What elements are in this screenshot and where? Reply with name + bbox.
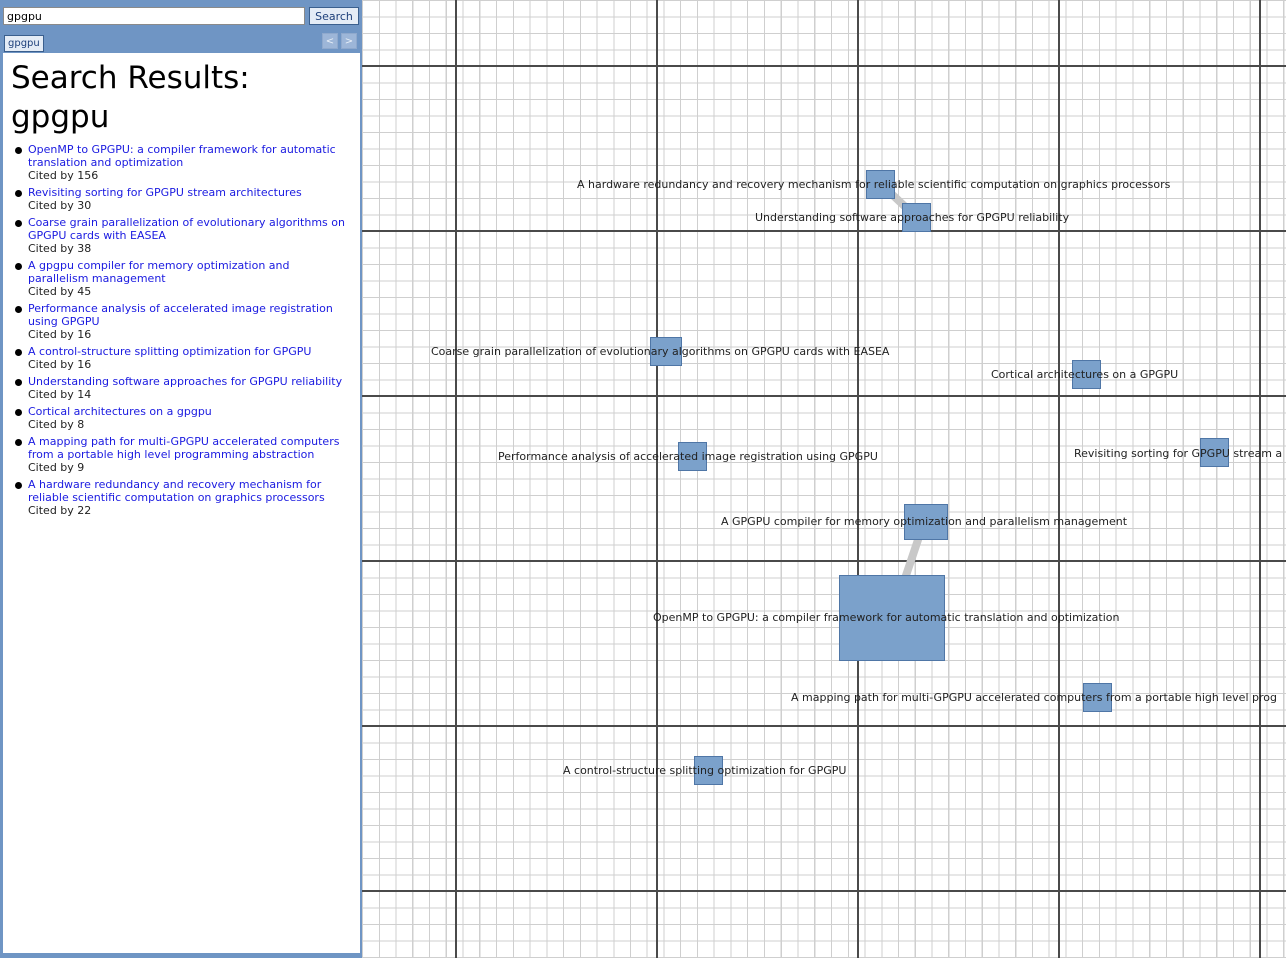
graph-node-performance-analysis[interactable] <box>678 442 707 471</box>
result-item: Revisiting sorting for GPGPU stream arch… <box>3 186 360 212</box>
graph-node-understanding-software[interactable] <box>902 203 931 232</box>
results-list: OpenMP to GPGPU: a compiler framework fo… <box>3 143 360 517</box>
result-link[interactable]: A control-structure splitting optimizati… <box>28 345 312 358</box>
results-title: Search Results: gpgpu <box>11 60 250 135</box>
result-link[interactable]: A mapping path for multi-GPGPU accelerat… <box>28 435 340 461</box>
bullet-icon <box>15 349 22 356</box>
next-tab-button[interactable]: > <box>341 33 357 49</box>
cited-count: Cited by 38 <box>28 242 92 255</box>
bullet-icon <box>15 379 22 386</box>
result-link[interactable]: Revisiting sorting for GPGPU stream arch… <box>28 186 302 199</box>
result-item: OpenMP to GPGPU: a compiler framework fo… <box>3 143 360 182</box>
result-link[interactable]: Performance analysis of accelerated imag… <box>28 302 333 328</box>
cited-count: Cited by 45 <box>28 285 92 298</box>
graph-node-mapping-path[interactable] <box>1083 683 1112 712</box>
bullet-icon <box>15 306 22 313</box>
result-item: Performance analysis of accelerated imag… <box>3 302 360 341</box>
result-link[interactable]: Cortical architectures on a gpgpu <box>28 405 212 418</box>
result-link[interactable]: OpenMP to GPGPU: a compiler framework fo… <box>28 143 336 169</box>
bullet-icon <box>15 409 22 416</box>
result-link[interactable]: A gpgpu compiler for memory optimization… <box>28 259 290 285</box>
result-link[interactable]: Coarse grain parallelization of evolutio… <box>28 216 345 242</box>
cited-count: Cited by 16 <box>28 328 92 341</box>
bullet-icon <box>15 482 22 489</box>
graph-node-openmp[interactable] <box>839 575 945 661</box>
result-link[interactable]: A hardware redundancy and recovery mecha… <box>28 478 325 504</box>
bullet-icon <box>15 190 22 197</box>
cited-count: Cited by 30 <box>28 199 92 212</box>
graph-node-hardware-redundancy[interactable] <box>866 170 895 199</box>
graph-edges <box>876 179 928 621</box>
graph-node-coarse-grain[interactable] <box>650 337 682 366</box>
cited-count: Cited by 156 <box>28 169 99 182</box>
bullet-icon <box>15 439 22 446</box>
result-item: A gpgpu compiler for memory optimization… <box>3 259 360 298</box>
search-input[interactable] <box>3 7 305 25</box>
bullet-icon <box>15 263 22 270</box>
cited-count: Cited by 8 <box>28 418 85 431</box>
citation-graph-canvas[interactable]: A hardware redundancy and recovery mecha… <box>362 0 1286 958</box>
cited-count: Cited by 22 <box>28 504 92 517</box>
cited-count: Cited by 14 <box>28 388 92 401</box>
prev-tab-button[interactable]: < <box>322 33 338 49</box>
result-item: A control-structure splitting optimizati… <box>3 345 360 371</box>
graph-node-control-structure[interactable] <box>694 756 723 785</box>
tab-gpgpu[interactable]: gpgpu <box>4 35 44 52</box>
result-item: A hardware redundancy and recovery mecha… <box>3 478 360 517</box>
side-panel: Search gpgpu < > Search Results: gpgpu O… <box>0 0 362 958</box>
result-item: Understanding software approaches for GP… <box>3 375 360 401</box>
bullet-icon <box>15 147 22 154</box>
cited-count: Cited by 9 <box>28 461 85 474</box>
result-item: Coarse grain parallelization of evolutio… <box>3 216 360 255</box>
graph-node-revisiting-sorting[interactable] <box>1200 438 1229 467</box>
graph-node-gpgpu-compiler[interactable] <box>904 504 948 540</box>
result-item: A mapping path for multi-GPGPU accelerat… <box>3 435 360 474</box>
result-link[interactable]: Understanding software approaches for GP… <box>28 375 343 388</box>
cited-count: Cited by 16 <box>28 358 92 371</box>
graph-node-cortical[interactable] <box>1072 360 1101 389</box>
search-button[interactable]: Search <box>309 7 359 25</box>
results-pane[interactable]: Search Results: gpgpu OpenMP to GPGPU: a… <box>3 53 360 953</box>
bullet-icon <box>15 220 22 227</box>
